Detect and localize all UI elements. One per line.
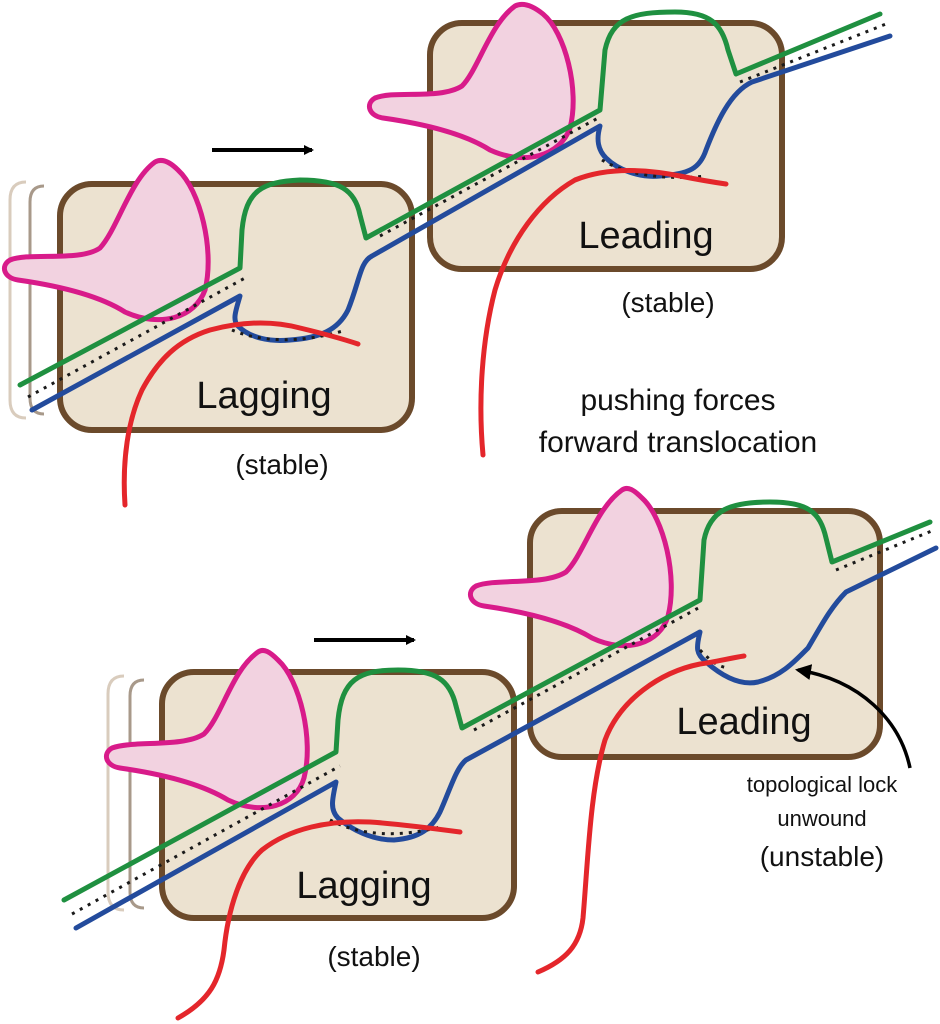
- top-lagging-status: (stable): [235, 449, 328, 480]
- bottom-leading-helicase: [467, 485, 674, 649]
- top-lagging-red-primer: [121, 320, 361, 508]
- bottom-lagging-red-primer: [175, 819, 463, 1021]
- bottom-lagging-helicase: [103, 647, 310, 811]
- top-green-strand: [17, 9, 883, 388]
- top-leading-red-primer: [478, 167, 729, 458]
- bottom-leading-status: (unstable): [760, 841, 885, 872]
- bottom-bracket-inner: [128, 678, 145, 910]
- bottom-note-line1: topological lock: [747, 772, 898, 797]
- top-bracket-outer: [8, 180, 27, 420]
- top-lagging-helicase: [1, 157, 211, 323]
- top-bracket-inner: [28, 184, 45, 416]
- bottom-panel: Lagging (stable) Leading topological loc…: [61, 485, 939, 1021]
- top-leading-status: (stable): [621, 287, 714, 318]
- top-leading-primer-ticks: [601, 158, 707, 179]
- topological-lock-pointer-arrow: [795, 664, 912, 769]
- bottom-lagging-status: (stable): [327, 941, 420, 972]
- bottom-lagging-label: Lagging: [296, 865, 431, 907]
- bottom-ticks: [71, 528, 935, 916]
- bottom-leading-label: Leading: [676, 701, 811, 743]
- top-caption-line2: forward translocation: [539, 426, 817, 459]
- top-leading-helicase: [366, 1, 576, 161]
- top-lagging-label: Lagging: [196, 375, 331, 417]
- top-ticks: [27, 22, 887, 399]
- bottom-leading-red-primer: [535, 653, 747, 975]
- bottom-green-strand: [61, 499, 933, 903]
- bottom-note-line2: unwound: [777, 806, 866, 831]
- top-caption-line1: pushing forces: [580, 384, 775, 417]
- top-leading-label: Leading: [578, 215, 713, 257]
- top-blue-strand: [29, 33, 893, 413]
- top-panel: Lagging (stable) Leading (stable) pushin…: [1, 1, 893, 508]
